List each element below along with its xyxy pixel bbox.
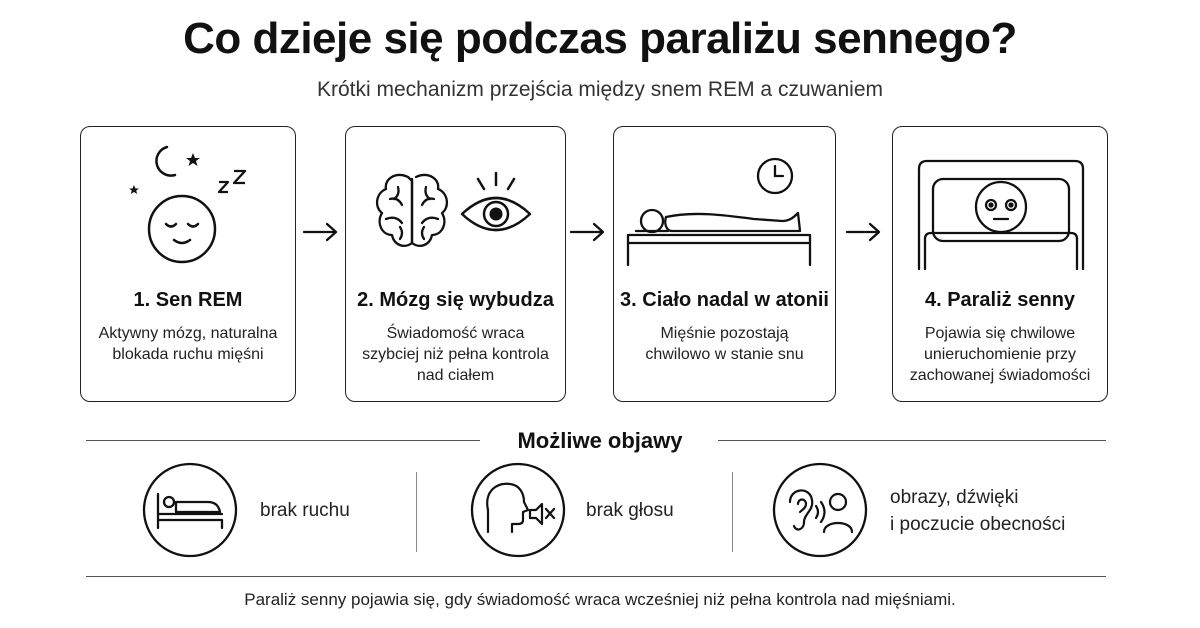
symptom-label-line: obrazy, dźwięki (890, 487, 1019, 508)
person-in-bed-icon (142, 462, 238, 558)
arrow-right-icon (845, 222, 881, 242)
symptom-separator (732, 472, 733, 552)
step-title: 3. Ciało nadal w atonii (620, 289, 829, 311)
step-title: 2. Mózg się wybudza (357, 289, 554, 311)
page-title: Co dzieje się podczas paraliżu sennego? (183, 14, 1017, 63)
star-icon (129, 153, 200, 194)
step-description: Pojawia się chwilowe unieruchomienie prz… (909, 325, 1091, 384)
step-card-paraliz-senny: 4. Paraliż senny Pojawia się chwilowe un… (892, 126, 1108, 402)
step-title: 4. Paraliż senny (924, 289, 1076, 311)
symptoms-title: Możliwe objawy (517, 428, 683, 453)
footer-divider (86, 576, 1106, 577)
arrow-right-icon (302, 222, 338, 242)
arrow-right-icon (569, 222, 605, 242)
brain-icon (375, 173, 449, 247)
muted-voice-icon (470, 462, 566, 558)
sleeping-face-icon (147, 194, 217, 264)
section-divider-right (718, 440, 1106, 441)
symptom-label-brak-glosu: brak głosu (586, 500, 674, 521)
moon-icon (155, 145, 177, 177)
step-4-illustration (917, 159, 1085, 271)
step-2-illustration (375, 171, 532, 247)
page-subtitle: Krótki mechanizm przejścia między snem R… (316, 78, 883, 101)
section-divider-left (86, 440, 480, 441)
footer-text: Paraliż senny pojawia się, gdy świadomoś… (244, 590, 956, 609)
step-card-mozg-sie-wybudza: 2. Mózg się wybudza Świadomość wraca szy… (345, 126, 566, 402)
symptom-label-line: i poczucie obecności (890, 514, 1066, 535)
step-description: Mięśnie pozostają chwilowo w stanie snu (645, 325, 804, 363)
step-title: 1. Sen REM (133, 289, 243, 311)
awake-person-in-bed-icon (917, 159, 1085, 271)
step-3-illustration (626, 157, 812, 267)
lying-person-icon (626, 208, 812, 267)
ear-presence-icon (772, 462, 868, 558)
clock-icon (756, 157, 794, 195)
zzz-icon (217, 169, 247, 194)
eye-icon (460, 171, 532, 232)
step-card-cialo-nadal-w-atonii: 3. Ciało nadal w atonii Mięśnie pozostaj… (613, 126, 836, 402)
symptom-label-obrazy-dzwieki: obrazy, dźwięki i poczucie obecności (890, 484, 1065, 538)
step-card-sen-rem: 1. Sen REM Aktywny mózg, naturalna bloka… (80, 126, 296, 402)
symptom-label-brak-ruchu: brak ruchu (260, 500, 350, 521)
step-description: Świadomość wraca szybciej niż pełna kont… (362, 325, 549, 384)
step-description: Aktywny mózg, naturalna blokada ruchu mi… (98, 325, 278, 363)
symptom-separator (416, 472, 417, 552)
step-1-illustration (129, 145, 247, 264)
